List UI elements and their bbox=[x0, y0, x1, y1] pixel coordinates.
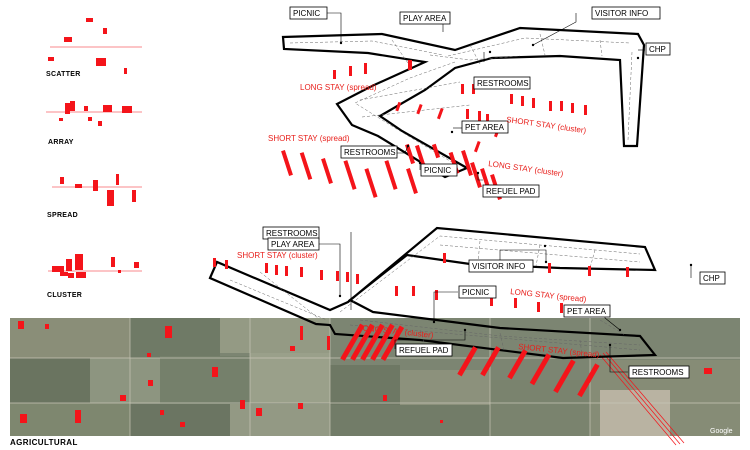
svg-text:PICNIC: PICNIC bbox=[462, 288, 489, 297]
upper-label-picnic-top: PICNIC bbox=[289, 6, 328, 20]
upper-label-play-area: PLAY AREA bbox=[399, 11, 451, 25]
upper-leader-lines bbox=[326, 12, 645, 181]
lower-label-restrooms-right: RESTROOMS bbox=[628, 365, 690, 379]
svg-text:RESTROOMS: RESTROOMS bbox=[266, 229, 318, 238]
svg-text:PET AREA: PET AREA bbox=[465, 123, 505, 132]
google-watermark: Google bbox=[710, 428, 733, 435]
lower-label-chp: CHP bbox=[699, 271, 726, 285]
upper-zone-short-stay-spread: SHORT STAY (spread) bbox=[268, 134, 350, 143]
aerial-red-markers bbox=[18, 321, 712, 427]
upper-label-refuel-pad: REFUEL PAD bbox=[482, 184, 540, 198]
legend-array-title: ARRAY bbox=[48, 139, 74, 146]
lower-leader-lines bbox=[319, 232, 692, 373]
svg-text:VISITOR INFO: VISITOR INFO bbox=[595, 9, 648, 18]
svg-text:PLAY AREA: PLAY AREA bbox=[403, 14, 447, 23]
upper-label-restrooms-left: RESTROOMS bbox=[340, 145, 398, 159]
upper-node-dots bbox=[339, 41, 640, 175]
agricultural-title: AGRICULTURAL bbox=[10, 438, 78, 447]
highway-lines bbox=[599, 351, 685, 446]
lower-label-visitor-info: VISITOR INFO bbox=[468, 259, 534, 273]
svg-text:REFUEL PAD: REFUEL PAD bbox=[486, 187, 536, 196]
lower-node-dots bbox=[338, 244, 693, 347]
svg-text:PICNIC: PICNIC bbox=[293, 9, 320, 18]
lower-site-plan: RESTROOMS PLAY AREA VISITOR INFO CHP PIC… bbox=[208, 226, 726, 398]
legend-scatter-title: SCATTER bbox=[46, 71, 81, 78]
legend-spread-title: SPREAD bbox=[47, 212, 78, 219]
legend-cluster bbox=[48, 254, 142, 278]
legend-cluster-title: CLUSTER bbox=[47, 292, 83, 299]
lower-label-play-area: PLAY AREA bbox=[267, 237, 320, 251]
svg-text:PET AREA: PET AREA bbox=[567, 307, 607, 316]
upper-zone-long-stay-spread: LONG STAY (spread) bbox=[300, 83, 377, 92]
svg-text:PICNIC: PICNIC bbox=[424, 166, 451, 175]
lower-parking-bars bbox=[213, 253, 629, 398]
upper-label-picnic-mid: PICNIC bbox=[420, 163, 458, 177]
legend-array bbox=[46, 101, 142, 126]
legend-scatter bbox=[48, 18, 142, 74]
upper-zone-long-stay-cluster: LONG STAY (cluster) bbox=[488, 159, 564, 178]
upper-label-visitor-info: VISITOR INFO bbox=[591, 6, 661, 20]
upper-label-restrooms-right: RESTROOMS bbox=[473, 76, 531, 90]
lower-label-refuel-pad: REFUEL PAD bbox=[395, 343, 453, 357]
lower-label-restrooms-top: RESTROOMS bbox=[262, 226, 320, 240]
lower-label-pet-area: PET AREA bbox=[563, 304, 611, 318]
upper-label-chp: CHP bbox=[645, 42, 671, 56]
lower-zone-short-stay-cluster: SHORT STAY (cluster) bbox=[237, 251, 318, 260]
svg-text:REFUEL PAD: REFUEL PAD bbox=[399, 346, 449, 355]
svg-text:VISITOR INFO: VISITOR INFO bbox=[472, 262, 525, 271]
legend-spread bbox=[52, 174, 142, 206]
upper-site-plan: PICNIC PLAY AREA VISITOR INFO CHP RESTRO… bbox=[268, 6, 671, 200]
upper-parking-bars bbox=[281, 60, 587, 200]
svg-text:CHP: CHP bbox=[649, 45, 666, 54]
svg-text:PLAY AREA: PLAY AREA bbox=[271, 240, 315, 249]
svg-text:RESTROOMS: RESTROOMS bbox=[344, 148, 396, 157]
lower-label-picnic: PICNIC bbox=[458, 285, 497, 299]
agricultural-aerial: Google bbox=[10, 318, 740, 446]
svg-text:CHP: CHP bbox=[703, 274, 720, 283]
svg-text:RESTROOMS: RESTROOMS bbox=[632, 368, 684, 377]
svg-text:RESTROOMS: RESTROOMS bbox=[477, 79, 529, 88]
upper-zone-short-stay-cluster: SHORT STAY (cluster) bbox=[506, 115, 587, 135]
lower-zone-long-stay-spread: LONG STAY (spread) bbox=[510, 287, 587, 304]
upper-label-pet-area: PET AREA bbox=[461, 120, 509, 134]
